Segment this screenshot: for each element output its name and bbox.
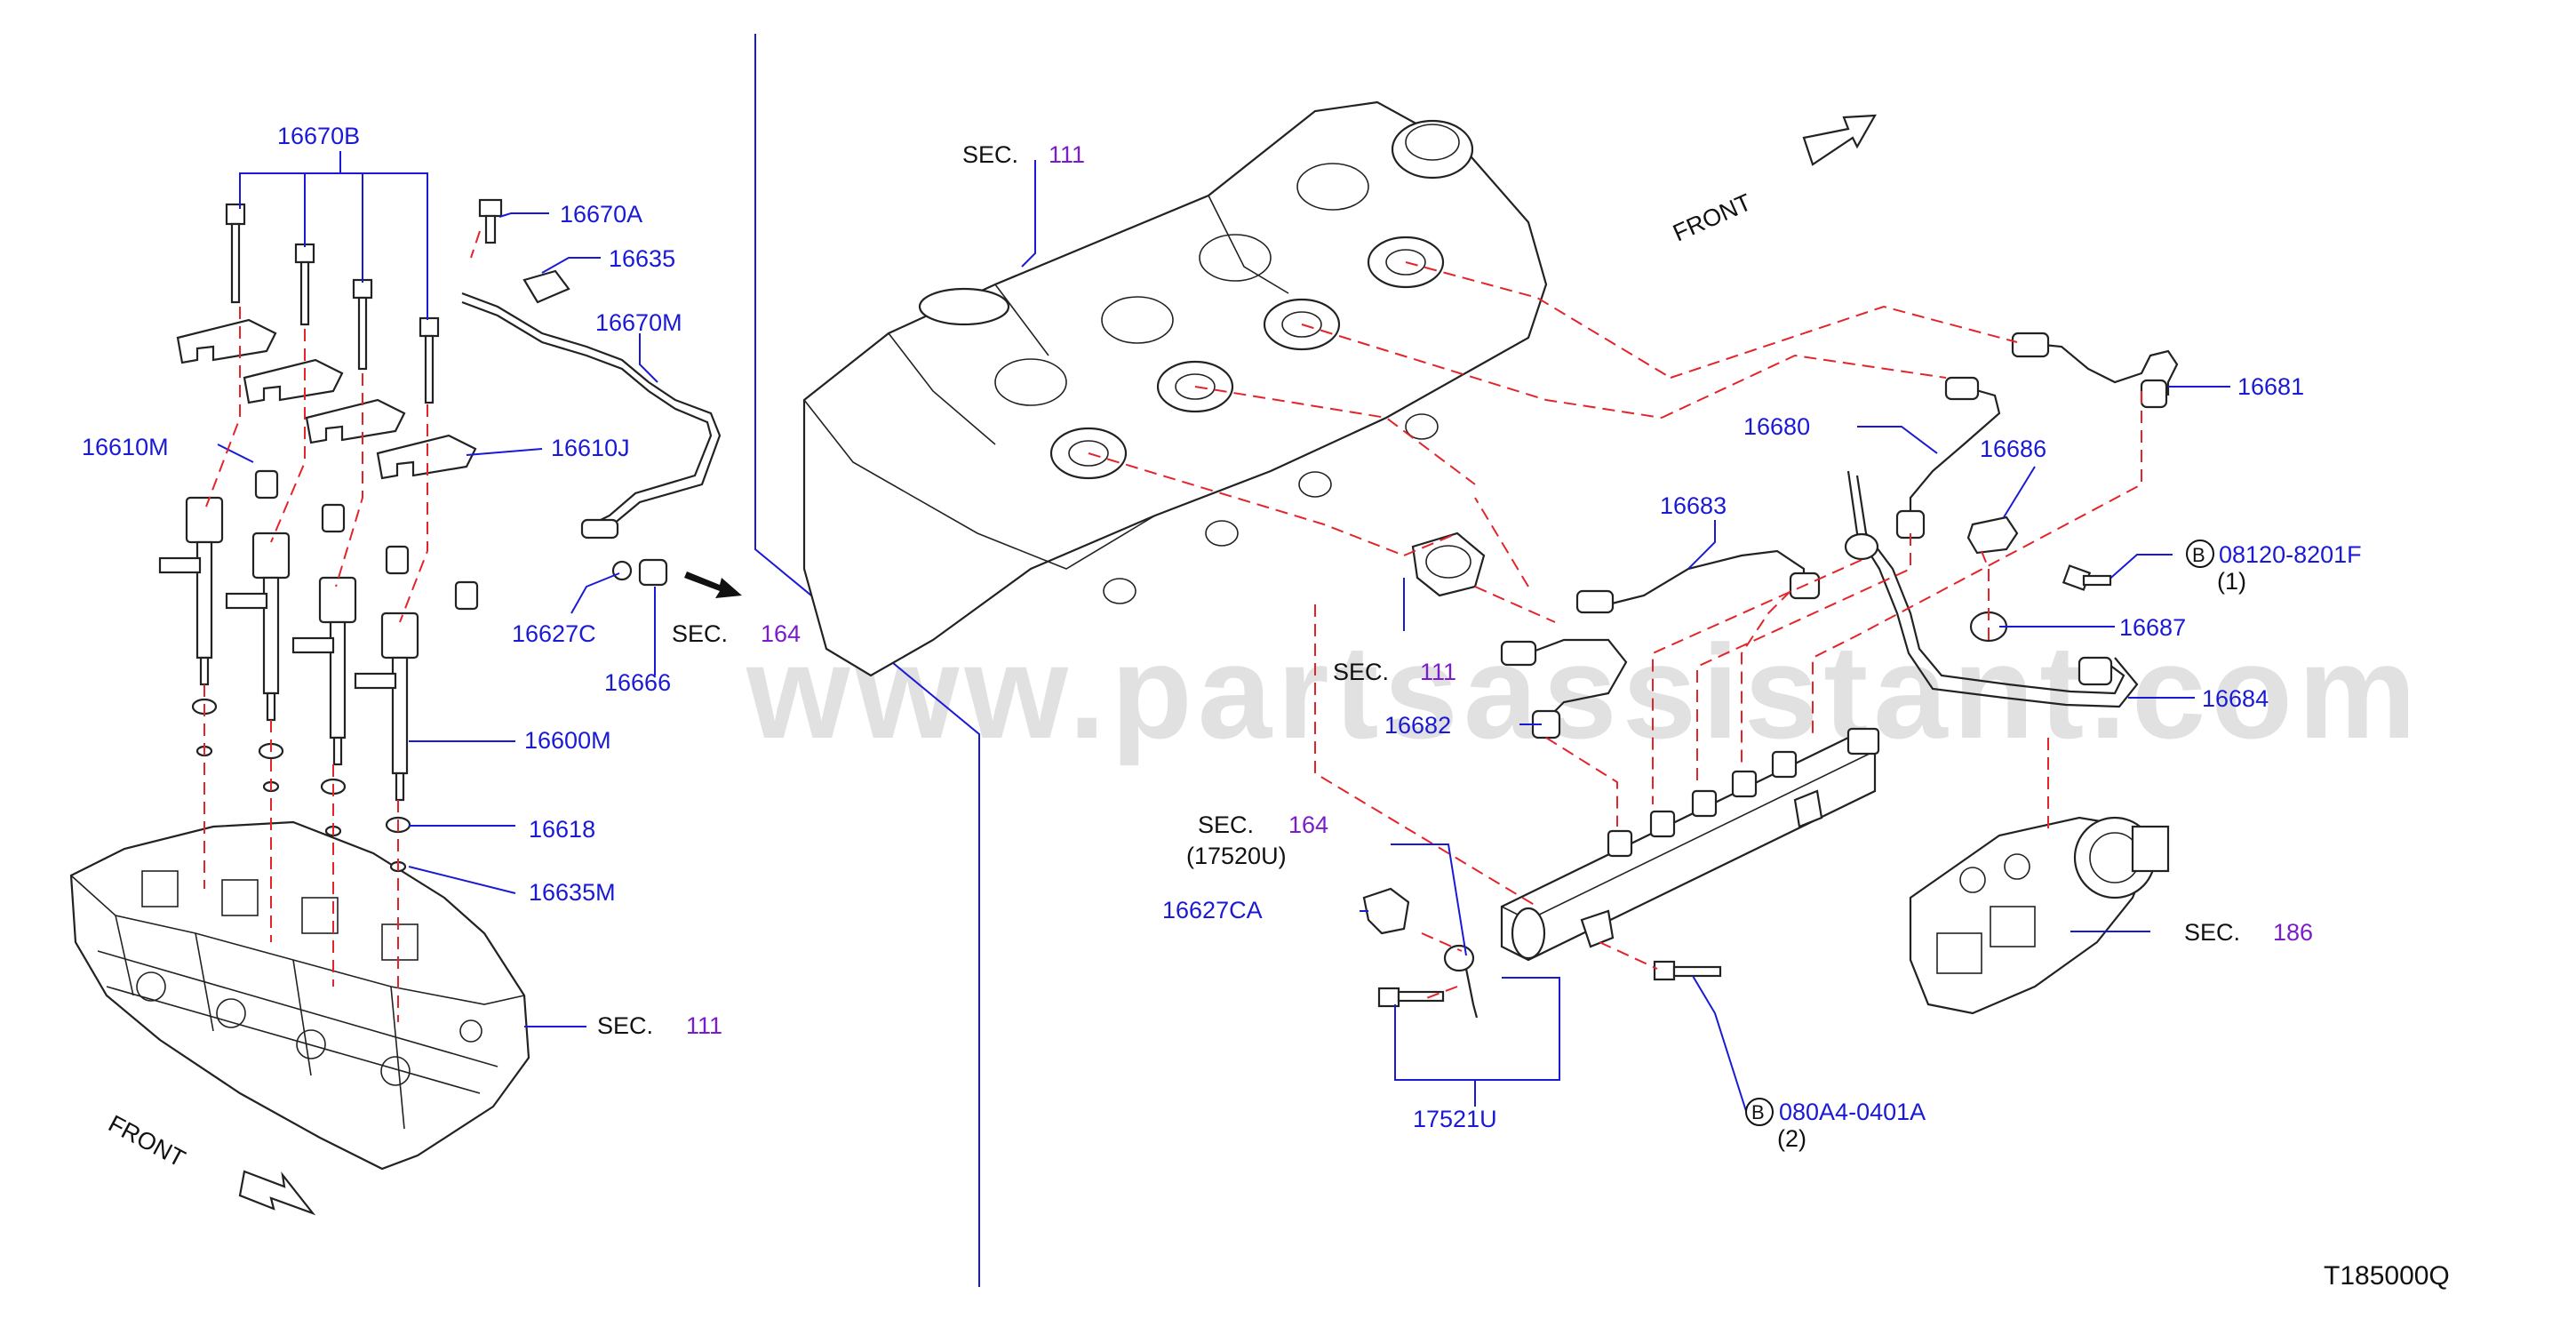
label-16610J: 16610J <box>551 435 630 461</box>
left-dashed-lines <box>203 230 481 1022</box>
common-rail <box>1500 736 1877 962</box>
label-16670M: 16670M <box>595 309 682 336</box>
label-16635: 16635 <box>609 245 675 272</box>
label-sec111-mid: 111 <box>1420 659 1456 685</box>
right-leaders <box>1021 160 2230 1112</box>
label-sec186: 186 <box>2273 919 2313 946</box>
label-16627CA: 16627CA <box>1162 897 1263 923</box>
label-16666: 16666 <box>604 669 671 696</box>
injector-sleeves <box>254 469 479 611</box>
label-16684: 16684 <box>2202 685 2269 712</box>
pipe-16681 <box>2016 340 2179 396</box>
front-arrow-right <box>1802 114 1877 166</box>
label-sec-left-164: SEC. <box>672 620 728 647</box>
label-front-left: FRONT <box>104 1110 189 1172</box>
label-080A4-0401A: 080A4-0401A <box>1779 1099 1926 1125</box>
label-qty-2: (2) <box>1777 1125 1806 1152</box>
label-sec-pump: SEC. <box>2184 919 2240 946</box>
label-bolt-b-lower: B <box>1751 1101 1765 1123</box>
label-sec-rail-164: SEC. <box>1198 811 1254 838</box>
bolt-b-marker-upper <box>2186 540 2214 568</box>
injector-clamps <box>176 318 477 480</box>
label-16681: 16681 <box>2237 373 2304 400</box>
label-16670B: 16670B <box>277 123 360 149</box>
label-sec111-top: 111 <box>1049 141 1085 168</box>
clamp-bolts <box>225 203 440 404</box>
leak-off-hose <box>461 198 742 598</box>
bolt-b-marker-lower <box>1745 1098 1774 1126</box>
head-ports <box>136 870 483 1086</box>
label-17521U: 17521U <box>1413 1106 1497 1132</box>
pipe-16682 <box>1527 638 1628 721</box>
fuel-injectors <box>158 496 419 802</box>
label-16627C: 16627C <box>512 620 596 647</box>
cylinder-head-group <box>69 198 742 1216</box>
cylinder-head <box>69 820 530 1171</box>
label-16683: 16683 <box>1660 492 1727 519</box>
label-sec164-rail: 164 <box>1288 811 1328 838</box>
diagram-id: T185000Q <box>2324 1261 2450 1291</box>
right-dashed-lines <box>1088 261 2142 1001</box>
watermark-text: www.partsassistant.com <box>746 617 2421 766</box>
label-08120-8201F: 08120-8201F <box>2219 541 2362 568</box>
left-leaders <box>217 151 658 1027</box>
label-16600M: 16600M <box>524 727 611 754</box>
label-16618: 16618 <box>529 816 595 843</box>
to-sec164-arrow <box>684 572 742 598</box>
label-16686: 16686 <box>1980 436 2046 462</box>
rail-outlets <box>1607 750 1798 858</box>
label-sec-mid-111: SEC. <box>1333 659 1389 685</box>
label-16670A: 16670A <box>560 201 642 228</box>
gasket-16627CA <box>1362 887 1410 935</box>
pipe-16683 <box>1607 549 1806 606</box>
pipe-16680 <box>1909 385 2001 520</box>
label-16687: 16687 <box>2119 614 2186 641</box>
label-16610M: 16610M <box>82 434 169 460</box>
label-qty-1: (1) <box>2217 568 2246 595</box>
label-front-right: FRONT <box>1669 188 1755 246</box>
label-16682: 16682 <box>1384 712 1451 739</box>
label-16680: 16680 <box>1743 413 1810 440</box>
label-17520U: (17520U) <box>1186 843 1287 869</box>
rocker-cover-group <box>802 100 1548 677</box>
fuel-system-group <box>1362 114 2179 1019</box>
label-sec-left-111: SEC. <box>597 1012 653 1039</box>
pipe-16684 <box>1855 475 2125 695</box>
label-bolt-b-upper: B <box>2192 544 2205 566</box>
label-16635M: 16635M <box>529 879 616 906</box>
clip-16686 <box>1966 516 2019 555</box>
label-sec111-left: 111 <box>686 1012 722 1039</box>
front-arrow-left <box>238 1170 316 1216</box>
label-sec164-left: 164 <box>761 620 801 647</box>
label-sec-top-111: SEC. <box>962 141 1018 168</box>
